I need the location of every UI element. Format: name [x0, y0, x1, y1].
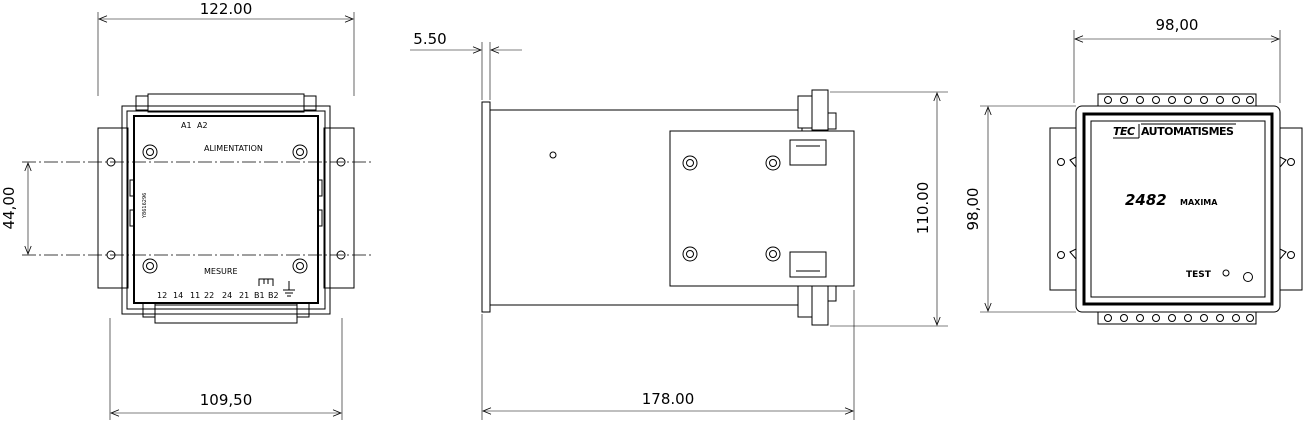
screw-icon	[292, 258, 308, 274]
right-flange	[323, 127, 355, 289]
screw-icon	[765, 155, 781, 171]
dim-front-width-bottom-text: 109,50	[200, 391, 253, 409]
terminal-label: 22	[204, 291, 214, 300]
dim-side-depth: 178.00	[481, 290, 855, 420]
flange-hole-icon	[1057, 251, 1065, 259]
top-connector-end	[303, 95, 317, 111]
terminal-screw-row	[1104, 314, 1254, 322]
ground-icon	[283, 281, 295, 297]
dim-side-height-text: 110.00	[914, 182, 932, 235]
model-number-text: 2482	[1125, 191, 1167, 209]
screw-icon	[292, 144, 308, 160]
mesure-label: MESURE	[204, 267, 238, 276]
front-view: 122.00 44,00	[0, 0, 372, 420]
top-connector-end	[135, 95, 149, 111]
dim-front-hole-spacing-text: 44,00	[0, 187, 18, 230]
dim-front-width-top-text: 122.00	[200, 0, 253, 18]
terminal-label: 24	[222, 291, 232, 300]
terminal-label: 11	[190, 291, 200, 300]
terminal-label: B1	[254, 291, 265, 300]
terminal-a2-label: A2	[197, 121, 208, 130]
dim-side-depth-text: 178.00	[642, 390, 695, 408]
side-top-connector-block	[811, 89, 829, 131]
brand-name-text: AUTOMATISMES	[1141, 125, 1234, 138]
bottom-connector-end	[142, 302, 156, 318]
top-connector	[147, 93, 305, 113]
test-button-icon	[1222, 269, 1230, 277]
dim-front-width-bottom: 109,50	[109, 318, 343, 420]
screw-icon	[682, 246, 698, 262]
rear-housing-inner	[1090, 120, 1266, 298]
screw-icon	[682, 155, 698, 171]
terminal-screw-row	[1104, 96, 1254, 104]
brand-logo: TEC AUTOMATISMES	[1113, 123, 1236, 139]
rear-housing-frame	[1082, 112, 1274, 306]
vertical-code-label: Y8616296	[142, 193, 148, 219]
rear-housing-outer	[1075, 105, 1281, 313]
brand-tec-text: TEC	[1113, 125, 1135, 138]
test-label: TEST	[1186, 270, 1212, 280]
rear-view: 98,00 98,00	[964, 16, 1303, 325]
dim-rear-width: 98,00	[1073, 16, 1281, 103]
dim-side-plate-thickness-text: 5.50	[413, 30, 446, 48]
side-hole-icon	[549, 151, 557, 159]
dim-front-width-top: 122.00	[97, 0, 355, 96]
screw-icon	[142, 144, 158, 160]
side-clip-top	[789, 139, 827, 166]
flange-hole-icon	[1287, 251, 1295, 259]
side-bottom-connector-block	[811, 284, 829, 326]
dim-rear-width-text: 98,00	[1156, 16, 1199, 34]
flange-hole-icon	[1287, 158, 1295, 166]
front-housing-mid	[126, 110, 326, 310]
alimentation-label: ALIMENTATION	[204, 144, 263, 153]
terminal-a1-label: A1	[181, 121, 192, 130]
terminal-labels: 12 14 11 22 24 21 B1 B2	[157, 291, 279, 300]
side-front-plate	[481, 101, 491, 313]
terminal-label: 12	[157, 291, 167, 300]
dim-front-hole-spacing: 44,00	[0, 163, 28, 254]
bottom-connector-end	[296, 302, 310, 318]
rear-left-flange	[1049, 127, 1077, 291]
screw-icon	[142, 258, 158, 274]
indicator-led-icon	[1243, 272, 1253, 282]
dim-rear-height: 98,00	[964, 105, 1076, 313]
terminal-label: 21	[239, 291, 249, 300]
side-view: 5.50	[410, 30, 948, 420]
rear-right-flange	[1277, 127, 1303, 291]
left-flange	[97, 127, 129, 289]
screw-icon	[765, 246, 781, 262]
flange-hole-icon	[1057, 158, 1065, 166]
terminal-label: 14	[173, 291, 183, 300]
dim-side-height: 110.00	[830, 91, 948, 327]
terminal-label: B2	[268, 291, 279, 300]
jumper-icon	[258, 278, 274, 286]
dim-rear-height-text: 98,00	[964, 188, 982, 231]
front-housing-outer	[121, 105, 331, 315]
side-clip-bottom	[789, 251, 827, 278]
dim-side-plate-thickness: 5.50	[410, 30, 522, 100]
model-name-text: MAXIMA	[1180, 198, 1218, 207]
